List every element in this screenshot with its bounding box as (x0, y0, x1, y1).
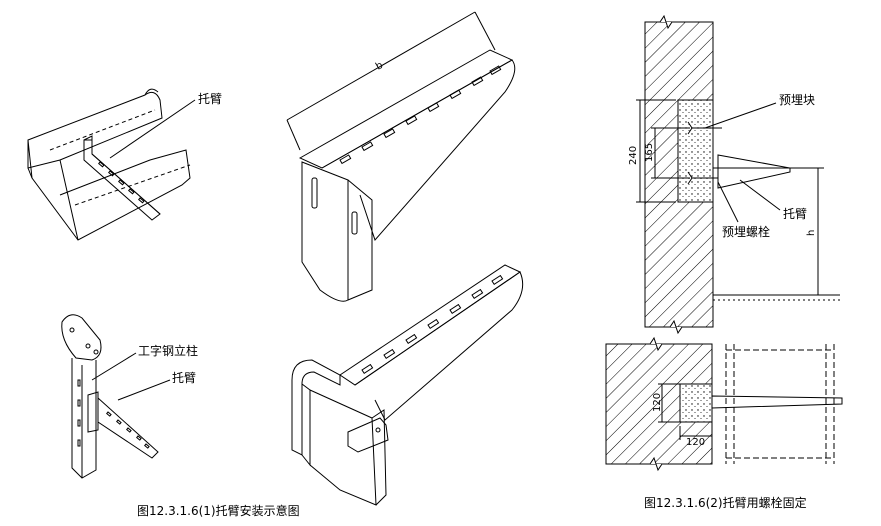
label-embedded-bolt: 预埋螺栓 (722, 224, 770, 239)
label-tuobi-bottom: 托臂 (172, 371, 196, 385)
label-dim-120-v: 120 (652, 393, 663, 412)
caption-left: 图12.3.1.6(1)托臂安装示意图 (137, 503, 300, 518)
label-column: 工字钢立柱 (138, 343, 198, 358)
arm4-slots (361, 274, 504, 375)
column-arm-figure (61, 314, 171, 479)
tray-arm-figure (27, 88, 196, 241)
label-tuobi-right: 托臂 (783, 207, 807, 221)
label-embedded-block: 预埋块 (779, 93, 815, 107)
wall-section (636, 14, 840, 335)
label-dim-240: 240 (628, 146, 639, 165)
large-arm-top (286, 11, 516, 302)
large-arm-bottom (291, 264, 524, 506)
arm2-slots (106, 411, 150, 449)
label-dim-b: b (374, 60, 385, 73)
caption-right: 图12.3.1.6(2)托臂用螺栓固定 (644, 495, 807, 510)
label-tuobi-top: 托臂 (198, 92, 222, 106)
plan-view (605, 336, 843, 472)
arm-slots (98, 161, 145, 204)
label-dim-h: h (806, 230, 817, 236)
arm3-slots (339, 65, 502, 165)
label-dim-165: 165 (644, 143, 655, 162)
label-dim-120-h: 120 (686, 437, 705, 448)
column-slots (77, 379, 81, 447)
